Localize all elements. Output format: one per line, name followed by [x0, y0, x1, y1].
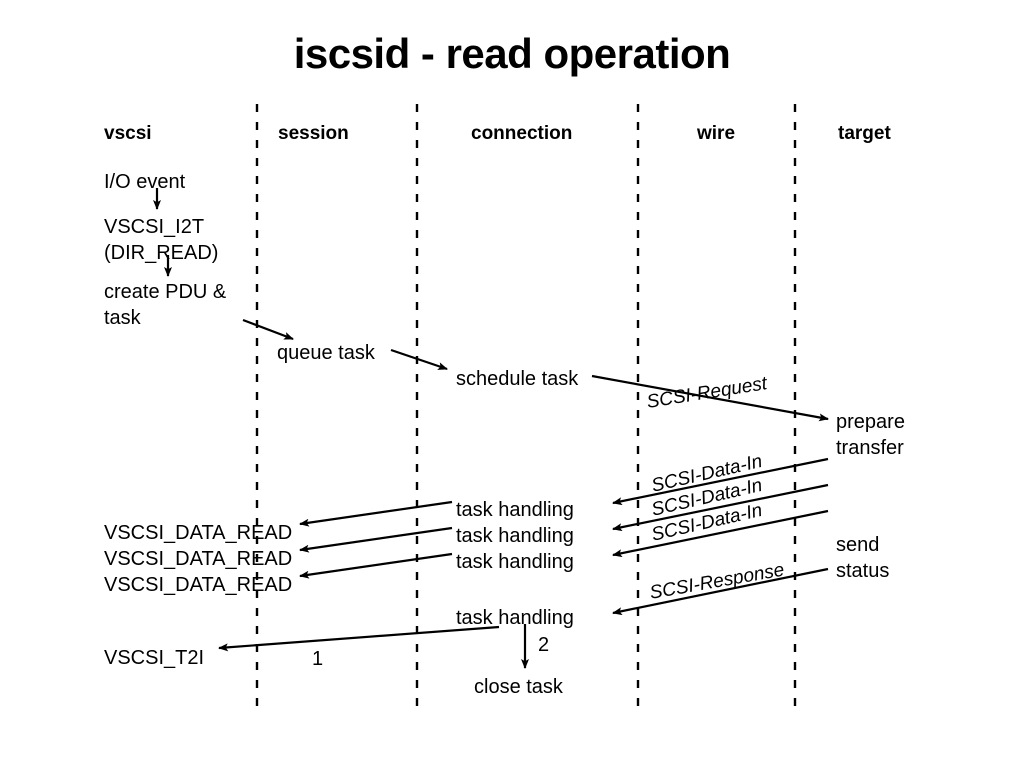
arrow-handling1-to-read1	[299, 500, 453, 527]
node-io-event: I/O event	[104, 171, 186, 193]
node-vscsi-data-read-1: VSCSI_DATA_READ	[104, 522, 293, 544]
sequence-number-seq-2: 2	[538, 634, 550, 656]
node-send-status: send status	[836, 534, 890, 582]
node-vscsi-data-read-3: VSCSI_DATA_READ	[104, 574, 293, 596]
arrow-handling3-to-read3	[299, 552, 453, 579]
lane-header-wire: wire	[697, 123, 736, 144]
page-title: iscsid - read operation	[293, 30, 731, 77]
message-label-scsi-request: SCSI-Request	[645, 373, 769, 413]
node-create-pdu-task: create PDU & task	[104, 281, 227, 329]
node-task-handling-2: task handling	[456, 525, 574, 547]
lane-header-target: target	[838, 123, 891, 144]
node-prepare-transfer: prepare transfer	[836, 411, 905, 459]
node-vscsi-data-read-2: VSCSI_DATA_READ	[104, 548, 293, 570]
lane-header-session: session	[278, 123, 349, 144]
message-label-scsi-response: SCSI-Response	[648, 559, 786, 604]
node-schedule-task: schedule task	[456, 368, 579, 390]
sequence-number-seq-1: 1	[312, 648, 324, 670]
arrow-queue-to-schedule	[390, 348, 448, 371]
lane-header-vscsi: vscsi	[104, 123, 152, 144]
node-close-task: close task	[474, 676, 563, 698]
node-vscsi-i2t: VSCSI_I2T (DIR_READ)	[104, 216, 219, 264]
node-queue-task: queue task	[277, 342, 375, 364]
node-task-handling-3: task handling	[456, 551, 574, 573]
arrow-handling2-to-read2	[299, 526, 453, 553]
node-vscsi-t2i: VSCSI_T2I	[104, 647, 205, 669]
node-task-handling-4: task handling	[456, 607, 574, 629]
node-task-handling-1: task handling	[456, 499, 574, 521]
arrow-create-to-queue	[242, 318, 294, 341]
lane-header-connection: connection	[471, 123, 573, 144]
